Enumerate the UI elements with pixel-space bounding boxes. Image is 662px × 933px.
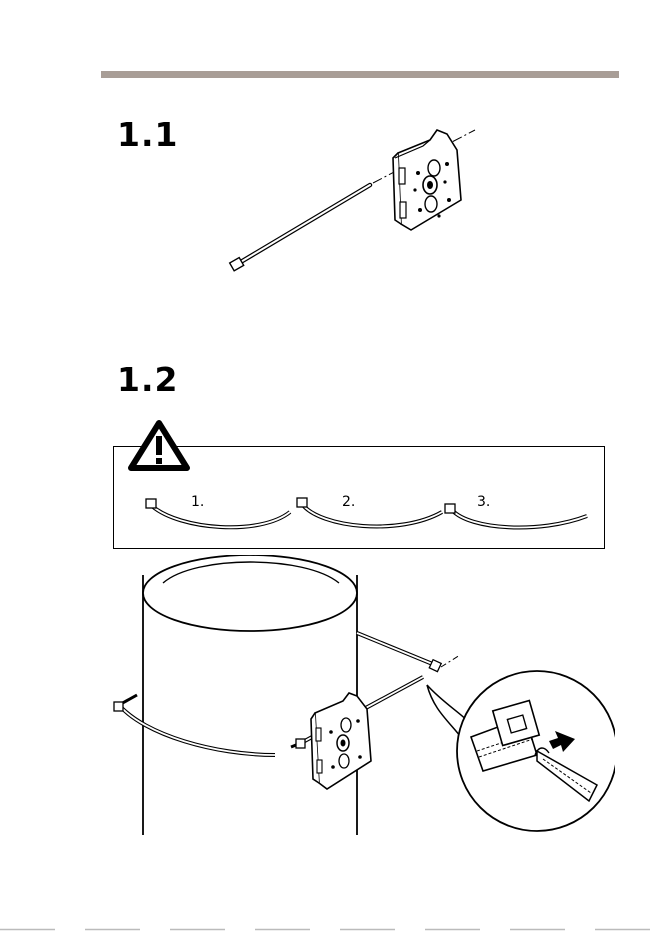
pole-icon <box>143 555 357 835</box>
sequence-label-3: 3. <box>477 495 490 509</box>
sequence-label-2: 2. <box>342 495 355 509</box>
cable-tie-sequence <box>140 490 600 540</box>
sequence-label-1: 1. <box>191 495 204 509</box>
detail-callout <box>427 671 615 831</box>
step-number-1-2: 1.2 <box>117 363 178 396</box>
header-rule <box>101 71 619 78</box>
step-number-1-1: 1.1 <box>117 118 178 151</box>
mounting-bracket-icon <box>393 130 461 230</box>
step-1-1-illustration <box>225 128 485 278</box>
mounting-bracket-icon <box>311 693 371 789</box>
step-1-2-illustration <box>105 555 615 835</box>
cable-tie-icon <box>146 499 290 527</box>
cable-tie-icon <box>445 504 587 527</box>
warning-icon <box>126 418 192 474</box>
footer-rule <box>0 928 662 931</box>
cable-tie-icon <box>297 498 442 526</box>
cable-tie-icon <box>230 185 370 271</box>
